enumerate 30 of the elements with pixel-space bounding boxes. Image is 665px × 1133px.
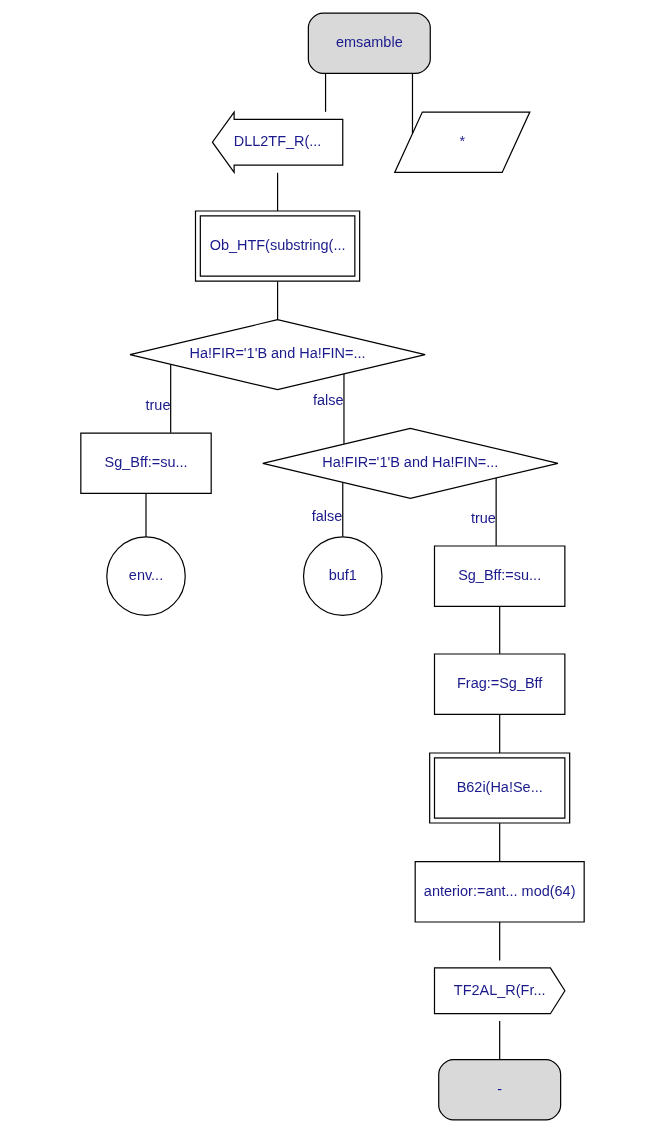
connector bbox=[343, 373, 345, 445]
node-circle: buf1 bbox=[302, 536, 383, 616]
connector bbox=[495, 477, 497, 547]
node-box: Sg_Bff:=su... bbox=[433, 545, 566, 607]
connector bbox=[499, 1020, 501, 1060]
edge-label: false bbox=[312, 391, 344, 408]
connector bbox=[276, 281, 279, 320]
node-box: Ob_HTF(substring(... bbox=[194, 210, 361, 282]
connector bbox=[499, 822, 501, 863]
connector bbox=[170, 364, 172, 434]
node-box: Sg_Bff:=su... bbox=[80, 432, 212, 495]
connector bbox=[145, 492, 147, 538]
node-box: anterior:=ant... mod(64) bbox=[414, 861, 585, 923]
node-box: - bbox=[438, 1058, 562, 1121]
node-diamond: Ha!FIR='1'B and Ha!FIN=... bbox=[262, 427, 559, 499]
connector bbox=[324, 72, 327, 113]
connector bbox=[499, 921, 501, 961]
node-box: B62i(Ha!Se... bbox=[429, 752, 571, 824]
edge-label: false bbox=[311, 508, 343, 525]
node-circle: env... bbox=[106, 536, 186, 616]
node-diamond: Ha!FIR='1'B and Ha!FIN=... bbox=[129, 319, 426, 391]
connector bbox=[411, 72, 414, 135]
connector bbox=[499, 606, 501, 655]
edge-label: true bbox=[471, 510, 496, 527]
connector bbox=[499, 714, 501, 754]
node-box: emsamble bbox=[307, 12, 431, 75]
node-box: Frag:=Sg_Bff bbox=[433, 653, 566, 715]
edge-label: true bbox=[145, 397, 171, 414]
connector bbox=[342, 481, 344, 538]
connector bbox=[276, 172, 279, 212]
